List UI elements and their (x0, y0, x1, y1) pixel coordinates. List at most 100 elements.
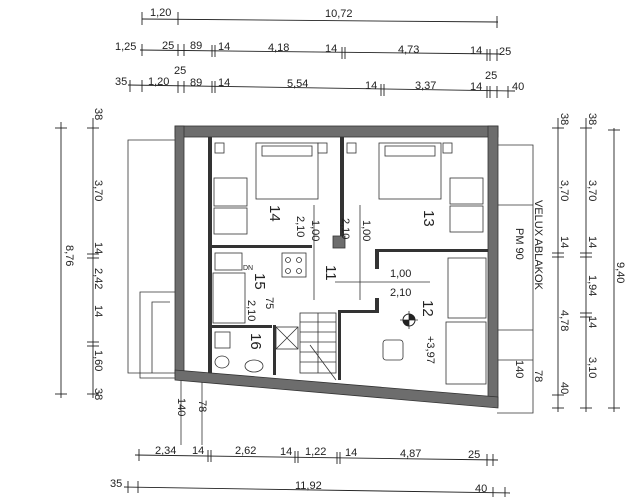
room-number: 13 (420, 210, 437, 227)
dim-label: 10,72 (325, 8, 353, 20)
dim-label: 14 (558, 236, 570, 248)
dim-label: 3,70 (558, 180, 570, 201)
dn-label: DN (243, 265, 253, 272)
dim-label: 38 (92, 388, 104, 400)
chimney (332, 235, 346, 249)
door-dim: 1,00 (309, 220, 321, 241)
room-labels: 14 13 11 15 16 12 +3,97 (247, 205, 437, 364)
dim-label: 25 (468, 449, 480, 461)
armchair (382, 339, 404, 361)
dim-label: 14 (470, 81, 482, 93)
washbasin (214, 331, 231, 349)
door-dim: 2,10 (390, 287, 411, 299)
dim-label: 1,20 (148, 76, 169, 88)
door-labels: 2,10 1,00 2,10 1,00 1,00 2,10 75 2,10 DN (243, 216, 411, 321)
right-dimension-total: 9,40 (608, 128, 626, 412)
dim-label: 89 (190, 40, 202, 52)
dim-label: 3,70 (586, 180, 598, 201)
dim-label: 38 (92, 108, 104, 120)
dim-label: 14 (92, 305, 104, 317)
dim-label: 1,94 (586, 275, 598, 296)
dim-label: 38 (558, 113, 570, 125)
door-dim: 2,10 (339, 218, 351, 239)
dim-label: 89 (190, 77, 202, 89)
room-number: 12 (419, 300, 436, 317)
dim-label: 78 (532, 370, 544, 382)
dim-label: 25 (485, 70, 497, 82)
dim-label: 25 (162, 40, 174, 52)
dim-label: 78 (196, 400, 208, 412)
right-dimension-col-2: 38 3,70 14 1,94 14 3,10 (580, 113, 598, 412)
dim-label: 5,54 (287, 78, 308, 90)
dim-label: 9,40 (614, 262, 626, 283)
dim-label: 40 (475, 483, 487, 495)
table (212, 272, 246, 324)
dim-label: 14 (92, 242, 104, 254)
dim-label: 8,76 (63, 245, 75, 266)
dim-label: 14 (325, 43, 337, 55)
sofa (447, 257, 487, 319)
dim-label: 14 (586, 236, 598, 248)
room-number: 15 (251, 273, 268, 290)
kitchen-sink (214, 252, 243, 271)
dim-label: 35 (115, 76, 127, 88)
dim-label: 4,87 (400, 448, 421, 460)
dim-label: 14 (345, 447, 357, 459)
dim-label: 14 (192, 445, 204, 457)
velux-label: VELUX ABLAKOK (532, 200, 544, 291)
dim-label: 140 (513, 360, 525, 378)
pm-label: PM 90 (513, 228, 525, 260)
level-marker-icon (400, 311, 418, 329)
dim-label: 2,42 (92, 268, 104, 289)
dim-label: 25 (174, 65, 186, 77)
door-dim: 75 (263, 297, 275, 309)
interior-walls (208, 137, 488, 380)
top-dimension-row-3: 35 1,20 25 89 14 5,54 14 3,37 14 25 40 (115, 65, 524, 98)
dim-label: 2,34 (155, 445, 176, 457)
sofa (445, 321, 487, 385)
top-dimension-row-1: 1,20 10,72 (141, 7, 499, 28)
dim-label: 3,10 (586, 357, 598, 378)
dim-label: 14 (218, 77, 230, 89)
dim-label: 35 (110, 478, 122, 490)
dim-label: 38 (586, 113, 598, 125)
room-number: 16 (247, 333, 264, 350)
dim-label: 1,25 (115, 41, 136, 53)
right-dimension-col-1: 38 3,70 14 4,78 40 (552, 113, 570, 412)
dim-label: 4,78 (558, 310, 570, 331)
door-dim: 1,00 (360, 220, 372, 241)
dim-label: 1,20 (150, 7, 171, 19)
bottom-dimension-row-2: 35 11,92 40 (110, 478, 511, 497)
dim-label: 1,60 (92, 350, 104, 371)
left-dimension-parts: 38 3,70 14 2,42 14 1,60 38 (87, 108, 104, 400)
dim-label: 2,62 (235, 445, 256, 457)
dim-label: 14 (470, 45, 482, 57)
top-dimension-row-2: 1,25 25 89 14 4,18 14 4,73 14 25 (115, 40, 511, 61)
furniture (212, 142, 487, 385)
dim-label: 4,73 (398, 44, 419, 56)
left-dimension-total: 8,76 (55, 122, 75, 398)
level-label: +3,97 (424, 336, 436, 364)
dim-label: 11,92 (295, 480, 322, 492)
dim-label: 40 (558, 382, 570, 394)
velux-windows-area: VELUX ABLAKOK PM 90 140 78 (497, 144, 544, 414)
door-dim: 2,10 (294, 216, 306, 237)
toilet (214, 355, 230, 369)
dim-label: 3,70 (92, 180, 104, 201)
bottom-dimension-row-1: 2,34 14 2,62 14 1,22 14 4,87 25 (134, 445, 499, 466)
dim-label: 40 (512, 81, 524, 93)
room-number: 11 (322, 265, 339, 281)
room-number: 14 (266, 205, 283, 222)
door-dim: 1,00 (390, 268, 411, 280)
outer-walls (174, 125, 499, 409)
dim-label: 4,18 (268, 42, 289, 54)
dim-label: 14 (280, 446, 292, 458)
dim-label: 1,22 (305, 446, 326, 458)
stove (281, 252, 307, 278)
door-dim: 2,10 (245, 300, 257, 321)
stairs (299, 312, 337, 381)
dim-label: 140 (175, 398, 187, 416)
dim-label: 3,37 (415, 80, 436, 92)
left-annex: 140 78 (127, 139, 208, 445)
